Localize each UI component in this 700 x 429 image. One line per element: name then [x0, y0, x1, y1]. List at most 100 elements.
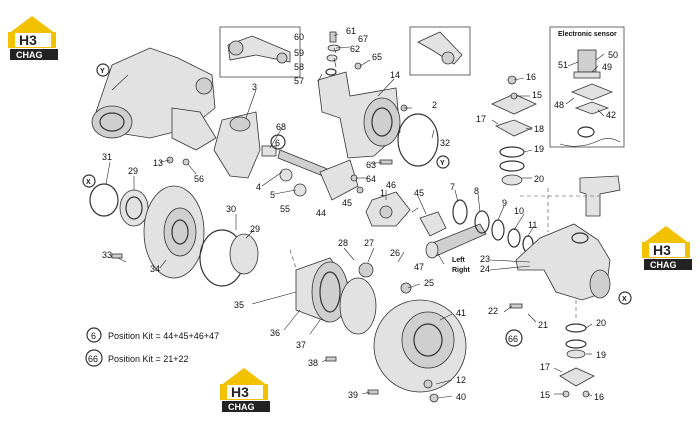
part-o-ring-32 — [397, 113, 439, 167]
part-half-shaft — [425, 223, 487, 259]
legend-circle-2: 66 — [88, 354, 98, 364]
callout-55: 55 — [280, 204, 290, 214]
position-kit-legend: 6 Position Kit = 44+45+46+47 66 Position… — [85, 327, 219, 367]
callout-22: 22 — [488, 306, 498, 316]
part-yoke — [213, 111, 261, 179]
callout-4: 4 — [256, 182, 261, 192]
callout-29b: 29 — [250, 224, 260, 234]
legend-circle-1: 6 — [91, 331, 96, 341]
callout-67: 67 — [358, 34, 368, 44]
part-hub-left — [89, 183, 205, 279]
logo-bottom: H3 CHAG — [220, 368, 270, 412]
callout-59: 59 — [294, 48, 304, 58]
circled-callout-66: 66 — [508, 334, 518, 344]
callout-labels: 3 68 4 5 55 44 13 56 31 29 30 29 33 34 3… — [102, 26, 618, 402]
legend-text-2: Position Kit = 21+22 — [108, 354, 189, 364]
inset-title: Electronic sensor — [558, 31, 617, 38]
callout-35: 35 — [234, 300, 244, 310]
callout-16b: 16 — [594, 392, 604, 402]
callout-48: 48 — [554, 100, 564, 110]
callout-30: 30 — [226, 204, 236, 214]
part-steering-arm-top — [491, 93, 537, 186]
logo-top-left: H3 CHAG — [8, 16, 58, 60]
callout-46: 46 — [386, 180, 396, 190]
callout-34: 34 — [150, 264, 160, 274]
callout-61: 61 — [346, 26, 356, 36]
callout-7: 7 — [450, 182, 455, 192]
callout-19b: 19 — [596, 350, 606, 360]
callout-20b: 20 — [596, 318, 606, 328]
callout-49: 49 — [602, 62, 612, 72]
callout-12: 12 — [456, 375, 466, 385]
logo-right: H3 CHAG — [642, 226, 692, 270]
part-pin-stack — [325, 31, 341, 76]
callout-20a: 20 — [534, 174, 544, 184]
callout-14: 14 — [390, 70, 400, 80]
callout-33: 33 — [102, 250, 112, 260]
callout-40: 40 — [456, 392, 466, 402]
callout-65: 65 — [372, 52, 382, 62]
callout-9: 9 — [502, 198, 507, 208]
callout-15b: 15 — [540, 390, 550, 400]
callout-23: 23 — [480, 254, 490, 264]
callout-17b: 17 — [540, 362, 550, 372]
callout-27: 27 — [364, 238, 374, 248]
marker-x-2: X — [622, 296, 627, 303]
callout-29a: 29 — [128, 166, 138, 176]
logo-word: CHAG — [16, 50, 43, 60]
part-hub-carrier — [515, 223, 611, 301]
callout-16a: 16 — [526, 72, 536, 82]
callout-42: 42 — [606, 110, 616, 120]
callout-19a: 19 — [534, 144, 544, 154]
callout-50: 50 — [608, 50, 618, 60]
part-wheel-hub — [373, 299, 467, 393]
label-right: Right — [452, 267, 471, 274]
logo-word-2: CHAG — [650, 260, 677, 270]
callout-44: 44 — [316, 208, 326, 218]
axle-housing — [91, 47, 217, 151]
circled-callouts: 6 66 — [270, 134, 523, 347]
marker-x-1: X — [86, 179, 91, 186]
callout-57: 57 — [294, 76, 304, 86]
callout-64: 64 — [366, 174, 376, 184]
callout-10: 10 — [514, 206, 524, 216]
callout-25: 25 — [424, 278, 434, 288]
callout-26: 26 — [390, 248, 400, 258]
leader-lines — [105, 33, 605, 399]
circled-callout-6: 6 — [275, 138, 280, 148]
callout-3: 3 — [252, 82, 257, 92]
callout-62: 62 — [350, 44, 360, 54]
callout-60: 60 — [294, 32, 304, 42]
callout-21: 21 — [538, 320, 548, 330]
part-lower-pin-stack — [559, 323, 595, 387]
logo-mark: H3 — [19, 32, 37, 48]
callout-13: 13 — [153, 158, 163, 168]
callout-18: 18 — [534, 124, 544, 134]
callout-45b: 45 — [342, 198, 352, 208]
callout-63: 63 — [366, 160, 376, 170]
inset-box-axle-2 — [409, 26, 471, 76]
callout-37: 37 — [296, 340, 306, 350]
marker-y-1: Y — [100, 68, 105, 75]
label-left: Left — [452, 257, 466, 264]
callout-47: 47 — [414, 262, 424, 272]
callout-1: 1 — [380, 188, 385, 198]
callout-2: 2 — [432, 100, 437, 110]
callout-17a: 17 — [476, 114, 486, 124]
inset-box-axle-1 — [219, 26, 301, 78]
part-shaft — [261, 145, 359, 201]
callout-58: 58 — [294, 62, 304, 72]
alignment-lines — [289, 188, 600, 320]
part-differential — [365, 191, 447, 237]
callout-56: 56 — [194, 174, 204, 184]
callout-15a: 15 — [532, 90, 542, 100]
part-fasteners — [111, 62, 590, 403]
callout-31: 31 — [102, 152, 112, 162]
marker-y-2: Y — [440, 160, 445, 167]
logo-mark-3: H3 — [231, 384, 249, 400]
callout-39: 39 — [348, 390, 358, 400]
callout-11: 11 — [528, 220, 537, 230]
callout-24: 24 — [480, 264, 490, 274]
callout-51: 51 — [558, 60, 568, 70]
